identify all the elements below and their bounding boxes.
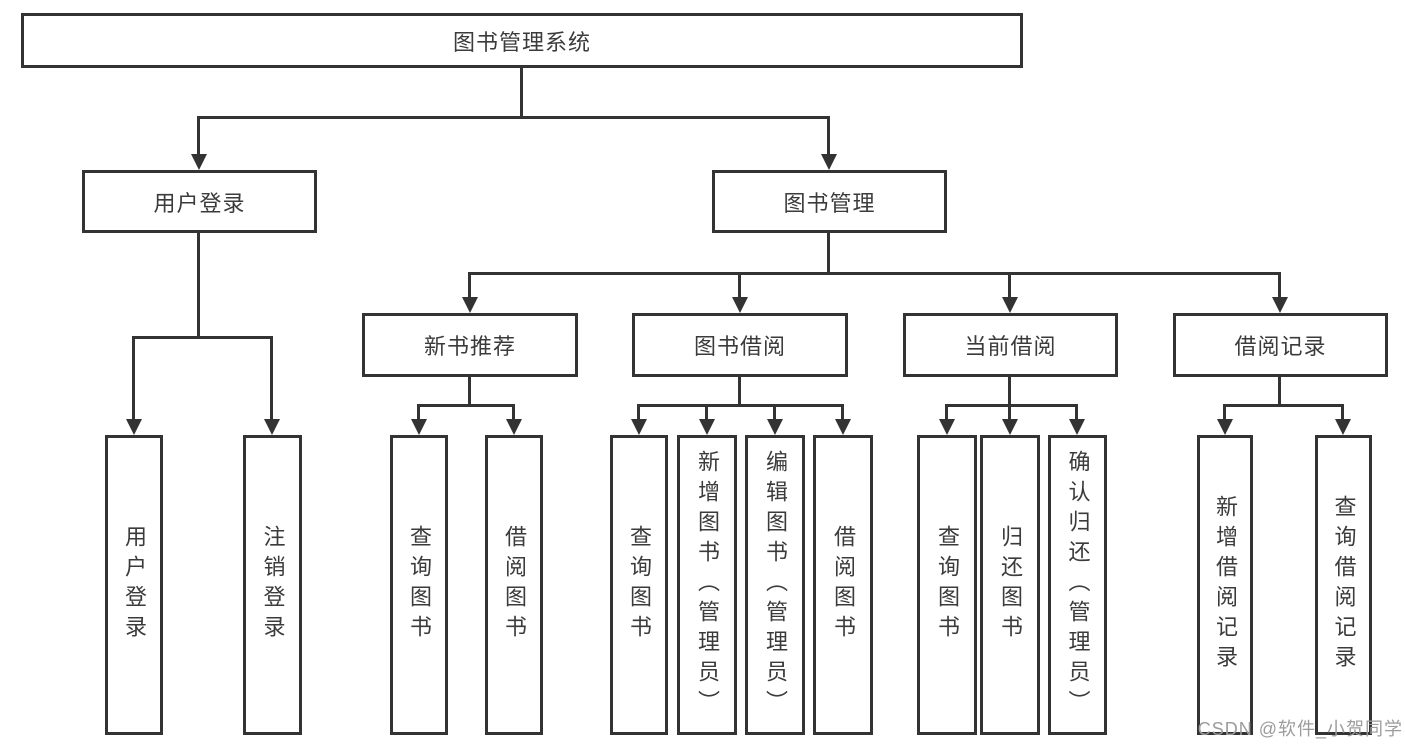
leaf-label: 查询图书	[407, 525, 432, 645]
connector-vline	[1223, 404, 1226, 421]
connector-hline	[197, 116, 830, 119]
connector-hline	[1223, 404, 1344, 407]
arrowhead-down	[1217, 419, 1233, 435]
connector-vline	[512, 404, 515, 421]
leaf-label: 查询图书	[627, 525, 652, 645]
arrowhead-down	[821, 154, 837, 170]
arrowhead-down	[1069, 419, 1085, 435]
connector-vline	[1008, 404, 1011, 421]
arrowhead-down	[411, 419, 427, 435]
leaf-borrow-book-2: 借阅图书	[813, 435, 873, 735]
connector-vline	[468, 376, 471, 407]
connector-vline	[1341, 404, 1344, 421]
arrowhead-down	[699, 419, 715, 435]
connector-vline	[1075, 404, 1078, 421]
leaf-label: 注销登录	[260, 525, 286, 645]
node-book-management: 图书管理	[712, 170, 947, 233]
node-book-borrow-label: 图书借阅	[693, 334, 786, 359]
arrowhead-down	[126, 419, 142, 435]
leaf-label: 编辑图书（管理员）	[763, 450, 788, 720]
connector-vline	[417, 404, 420, 421]
leaf-return-book: 归还图书	[980, 435, 1040, 735]
node-book-borrow: 图书借阅	[632, 313, 848, 377]
connector-vline	[738, 273, 741, 299]
leaf-edit-book-admin: 编辑图书（管理员）	[745, 435, 805, 735]
leaf-label: 确认归还（管理员）	[1065, 450, 1091, 720]
leaf-query-book-3: 查询图书	[917, 435, 977, 735]
node-user-login: 用户登录	[82, 170, 317, 233]
arrowhead-down	[835, 419, 851, 435]
leaf-label: 查询图书	[935, 525, 960, 645]
leaf-label: 用户登录	[122, 525, 147, 645]
connector-hline	[417, 404, 515, 407]
connector-hline	[637, 404, 844, 407]
connector-vline	[738, 376, 741, 407]
arrowhead-down	[462, 297, 478, 313]
leaf-query-borrow-record: 查询借阅记录	[1315, 435, 1372, 735]
node-user-login-label: 用户登录	[153, 190, 246, 216]
node-current-borrow-label: 当前借阅	[964, 334, 1057, 359]
connector-vline	[1278, 273, 1281, 299]
arrowhead-down	[264, 419, 280, 435]
arrowhead-down	[1002, 419, 1018, 435]
leaf-label: 新增借阅记录	[1213, 495, 1238, 675]
node-new-book-recommend: 新书推荐	[362, 313, 578, 377]
leaf-label: 查询借阅记录	[1331, 495, 1357, 675]
connector-vline	[197, 233, 200, 339]
connector-vline	[1278, 376, 1281, 407]
arrowhead-down	[631, 419, 647, 435]
leaf-label: 新增图书（管理员）	[695, 450, 720, 720]
leaf-confirm-return-admin: 确认归还（管理员）	[1048, 435, 1107, 735]
arrowhead-down	[1335, 419, 1351, 435]
leaf-user-login: 用户登录	[105, 435, 163, 735]
connector-vline	[132, 337, 135, 421]
connector-hline	[132, 336, 273, 339]
arrowhead-down	[939, 419, 955, 435]
leaf-logout: 注销登录	[243, 435, 302, 735]
leaf-query-book-2: 查询图书	[610, 435, 668, 735]
connector-vline	[841, 404, 844, 421]
connector-vline	[637, 404, 640, 421]
arrowhead-down	[506, 419, 522, 435]
connector-vline	[827, 233, 830, 275]
arrowhead-down	[732, 297, 748, 313]
arrowhead-down	[1272, 297, 1288, 313]
leaf-add-book-admin: 新增图书（管理员）	[677, 435, 737, 735]
node-current-borrow: 当前借阅	[903, 313, 1118, 377]
arrowhead-down	[767, 419, 783, 435]
connector-vline	[270, 337, 273, 421]
watermark: CSDN @软件_小贺同学	[1197, 719, 1403, 739]
node-borrow-record: 借阅记录	[1173, 313, 1388, 377]
leaf-add-borrow-record: 新增借阅记录	[1197, 435, 1253, 735]
node-root: 图书管理系统	[21, 13, 1023, 68]
connector-vline	[773, 404, 776, 421]
connector-vline	[1008, 376, 1011, 407]
arrowhead-down	[191, 154, 207, 170]
connector-hline	[468, 272, 1281, 275]
connector-vline	[1008, 273, 1011, 299]
leaf-label: 归还图书	[998, 525, 1023, 645]
connector-vline	[827, 117, 830, 155]
arrowhead-down	[1002, 297, 1018, 313]
node-book-management-label: 图书管理	[783, 190, 876, 216]
node-new-book-recommend-label: 新书推荐	[423, 334, 516, 359]
connector-vline	[468, 273, 471, 299]
connector-vline	[520, 68, 523, 118]
leaf-label: 借阅图书	[502, 525, 527, 645]
node-root-label: 图书管理系统	[452, 29, 591, 55]
connector-vline	[945, 404, 948, 421]
leaf-borrow-book-1: 借阅图书	[485, 435, 543, 735]
leaf-query-book-1: 查询图书	[390, 435, 448, 735]
connector-vline	[197, 117, 200, 155]
node-borrow-record-label: 借阅记录	[1234, 334, 1327, 359]
leaf-label: 借阅图书	[831, 525, 856, 645]
connector-hline	[945, 404, 1078, 407]
connector-vline	[705, 404, 708, 421]
